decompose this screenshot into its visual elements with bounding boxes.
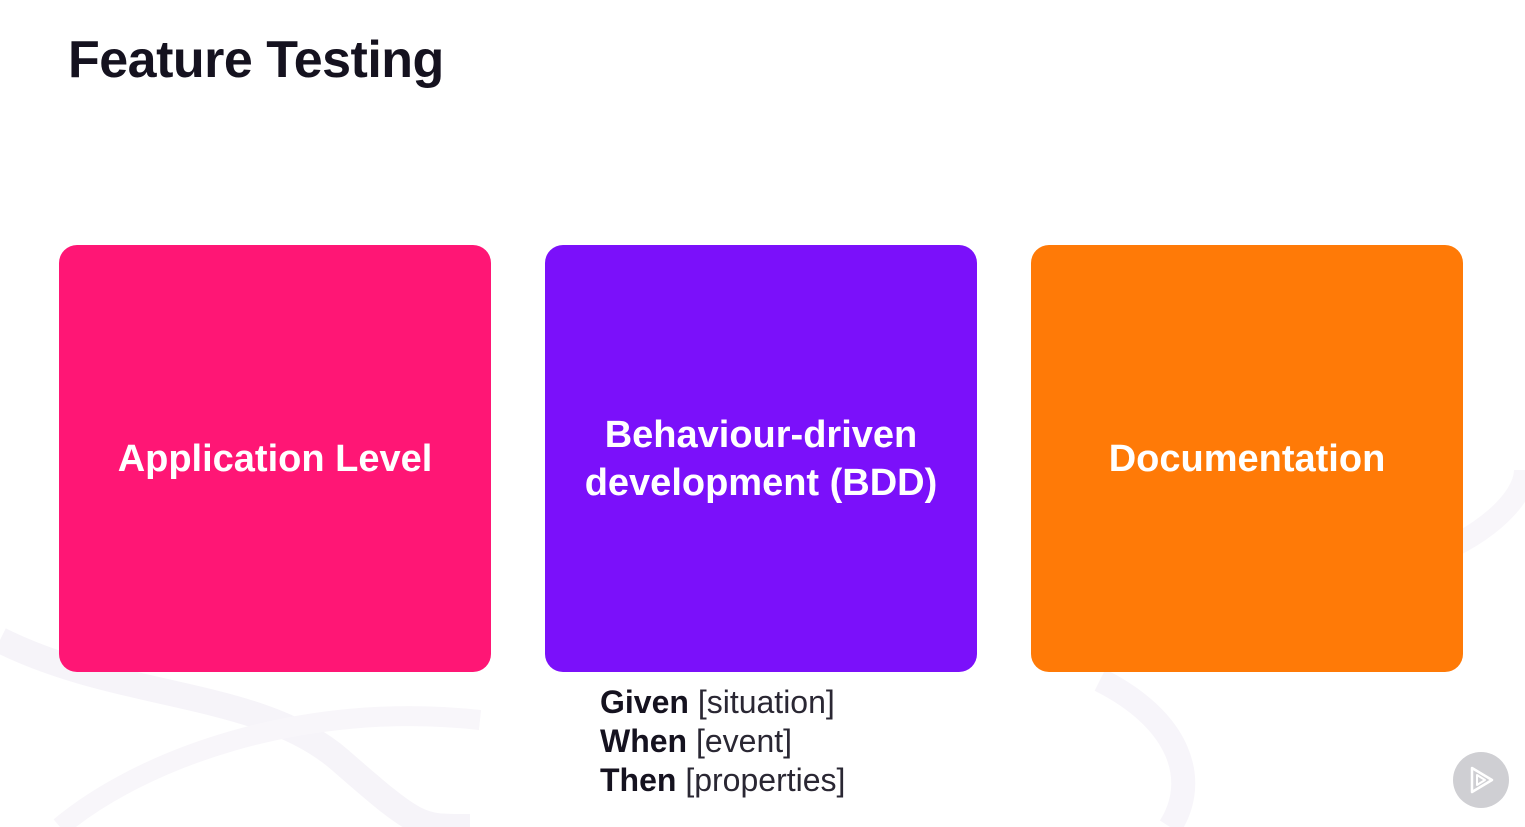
card-bdd: Behaviour-driven development (BDD) (545, 245, 977, 672)
bdd-given-line: Given [situation] (600, 683, 845, 722)
bdd-value: [properties] (685, 762, 846, 798)
bdd-keyword: Then (600, 762, 677, 798)
bdd-then-line: Then [properties] (600, 761, 845, 800)
bdd-value: [event] (695, 723, 793, 759)
bdd-value: [situation] (697, 684, 835, 720)
bdd-syntax-list: Given [situation] When [event] Then [pro… (600, 683, 845, 800)
slide-title: Feature Testing (68, 31, 444, 89)
card-application-level: Application Level (59, 245, 491, 672)
card-documentation: Documentation (1031, 245, 1463, 672)
bdd-keyword: Given (600, 684, 689, 720)
card-label: Behaviour-driven development (BDD) (584, 413, 938, 504)
bdd-keyword: When (600, 723, 688, 759)
play-button[interactable] (1453, 752, 1509, 808)
card-label: Documentation (1108, 437, 1386, 480)
card-label: Application Level (117, 437, 433, 480)
play-icon (1470, 766, 1494, 794)
bdd-when-line: When [event] (600, 722, 845, 761)
